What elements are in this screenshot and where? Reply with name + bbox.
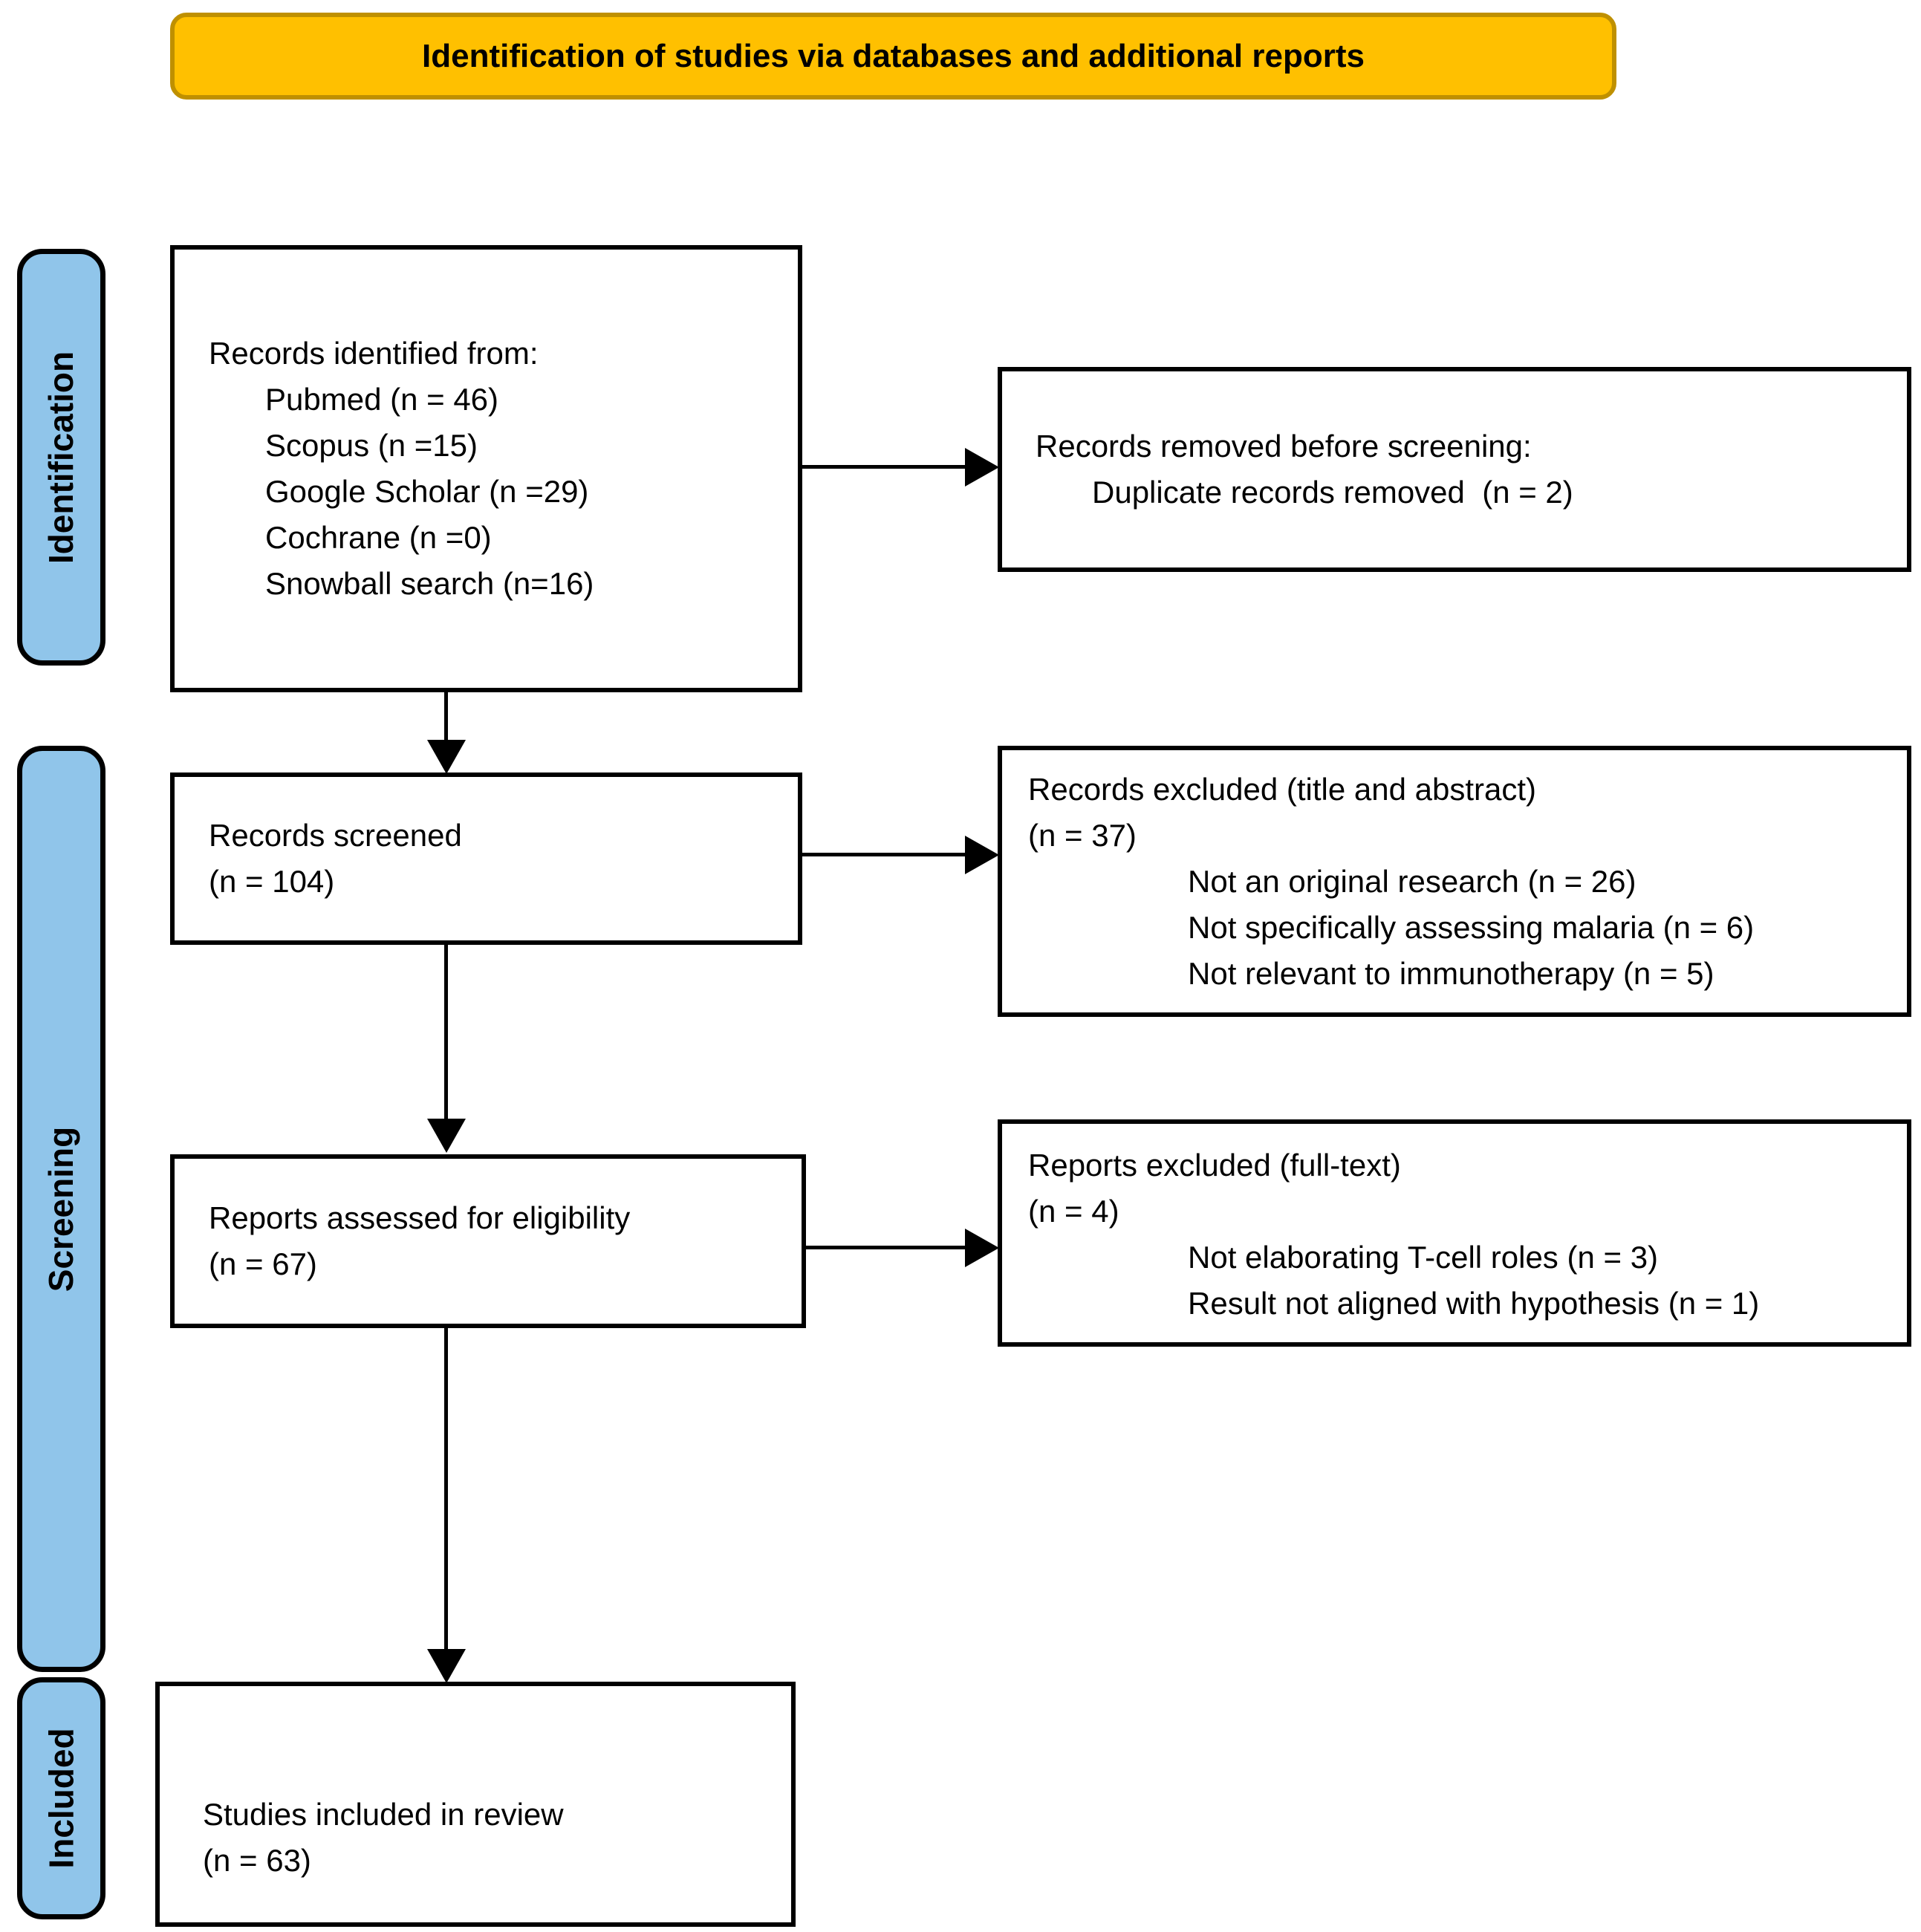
flowbox-records-screened: Records screened (n = 104) [170,773,802,945]
arrow-down-icon [427,1649,466,1683]
arrow-right-icon [965,1229,999,1267]
arrow-right-icon [965,836,999,874]
arrow-identified-to-screened-line [444,692,448,743]
flowbox-records-removed: Records removed before screening: Duplic… [998,367,1911,572]
arrow-screened-to-excluded-line [802,853,967,856]
arrow-identified-to-removed-line [802,465,967,469]
flowbox-records-excluded: Records excluded (title and abstract) (n… [998,746,1911,1017]
records-excluded-count: (n = 37) [1028,818,1137,853]
studies-included-label: Studies included in review [203,1797,564,1832]
records-screened-count: (n = 104) [209,864,335,899]
stage-label-identification: Identification [17,249,105,666]
flowbox-studies-included: Studies included in review (n = 63) [155,1682,796,1927]
source-item: Pubmed (n = 46) [265,382,499,417]
arrow-down-icon [427,740,466,774]
flowbox-reports-assessed: Reports assessed for eligibility (n = 67… [170,1154,806,1328]
arrow-assessed-to-excluded-line [806,1246,967,1249]
reports-assessed-count: (n = 67) [209,1246,317,1281]
source-item: Cochrane (n =0) [265,520,492,555]
reason-item: Not relevant to immunotherapy (n = 5) [1188,956,1714,991]
reports-excluded-count: (n = 4) [1028,1194,1119,1229]
reason-item: Not elaborating T-cell roles (n = 3) [1188,1240,1659,1275]
arrow-assessed-to-included-line [444,1328,448,1650]
flowbox-records-identified: Records identified from: Pubmed (n = 46)… [170,245,802,692]
stage-label-included: Included [17,1677,105,1919]
source-item: Snowball search (n=16) [265,566,594,601]
removed-item: Duplicate records removed (n = 2) [1092,475,1573,510]
banner: Identification of studies via databases … [170,13,1616,100]
stage-label-screening-text: Screening [42,1126,81,1292]
source-item: Google Scholar (n =29) [265,474,589,509]
arrow-screened-to-assessed-line [444,945,448,1120]
stage-label-screening: Screening [17,746,105,1672]
records-identified-intro: Records identified from: [209,336,539,371]
records-screened-label: Records screened [209,818,462,853]
arrow-down-icon [427,1119,466,1153]
stage-label-identification-text: Identification [42,351,81,564]
reason-item: Not an original research (n = 26) [1188,864,1636,899]
reports-assessed-label: Reports assessed for eligibility [209,1200,631,1235]
arrow-right-icon [965,448,999,487]
reason-item: Not specifically assessing malaria (n = … [1188,910,1755,945]
stage-label-included-text: Included [42,1728,81,1869]
reports-excluded-title: Reports excluded (full-text) [1028,1148,1401,1183]
source-item: Scopus (n =15) [265,428,478,463]
banner-title: Identification of studies via databases … [422,37,1365,74]
studies-included-count: (n = 63) [203,1843,311,1878]
records-excluded-title: Records excluded (title and abstract) [1028,772,1536,807]
flowbox-reports-excluded: Reports excluded (full-text) (n = 4) Not… [998,1119,1911,1347]
records-removed-title: Records removed before screening: [1036,429,1532,464]
reason-item: Result not aligned with hypothesis (n = … [1188,1286,1760,1321]
